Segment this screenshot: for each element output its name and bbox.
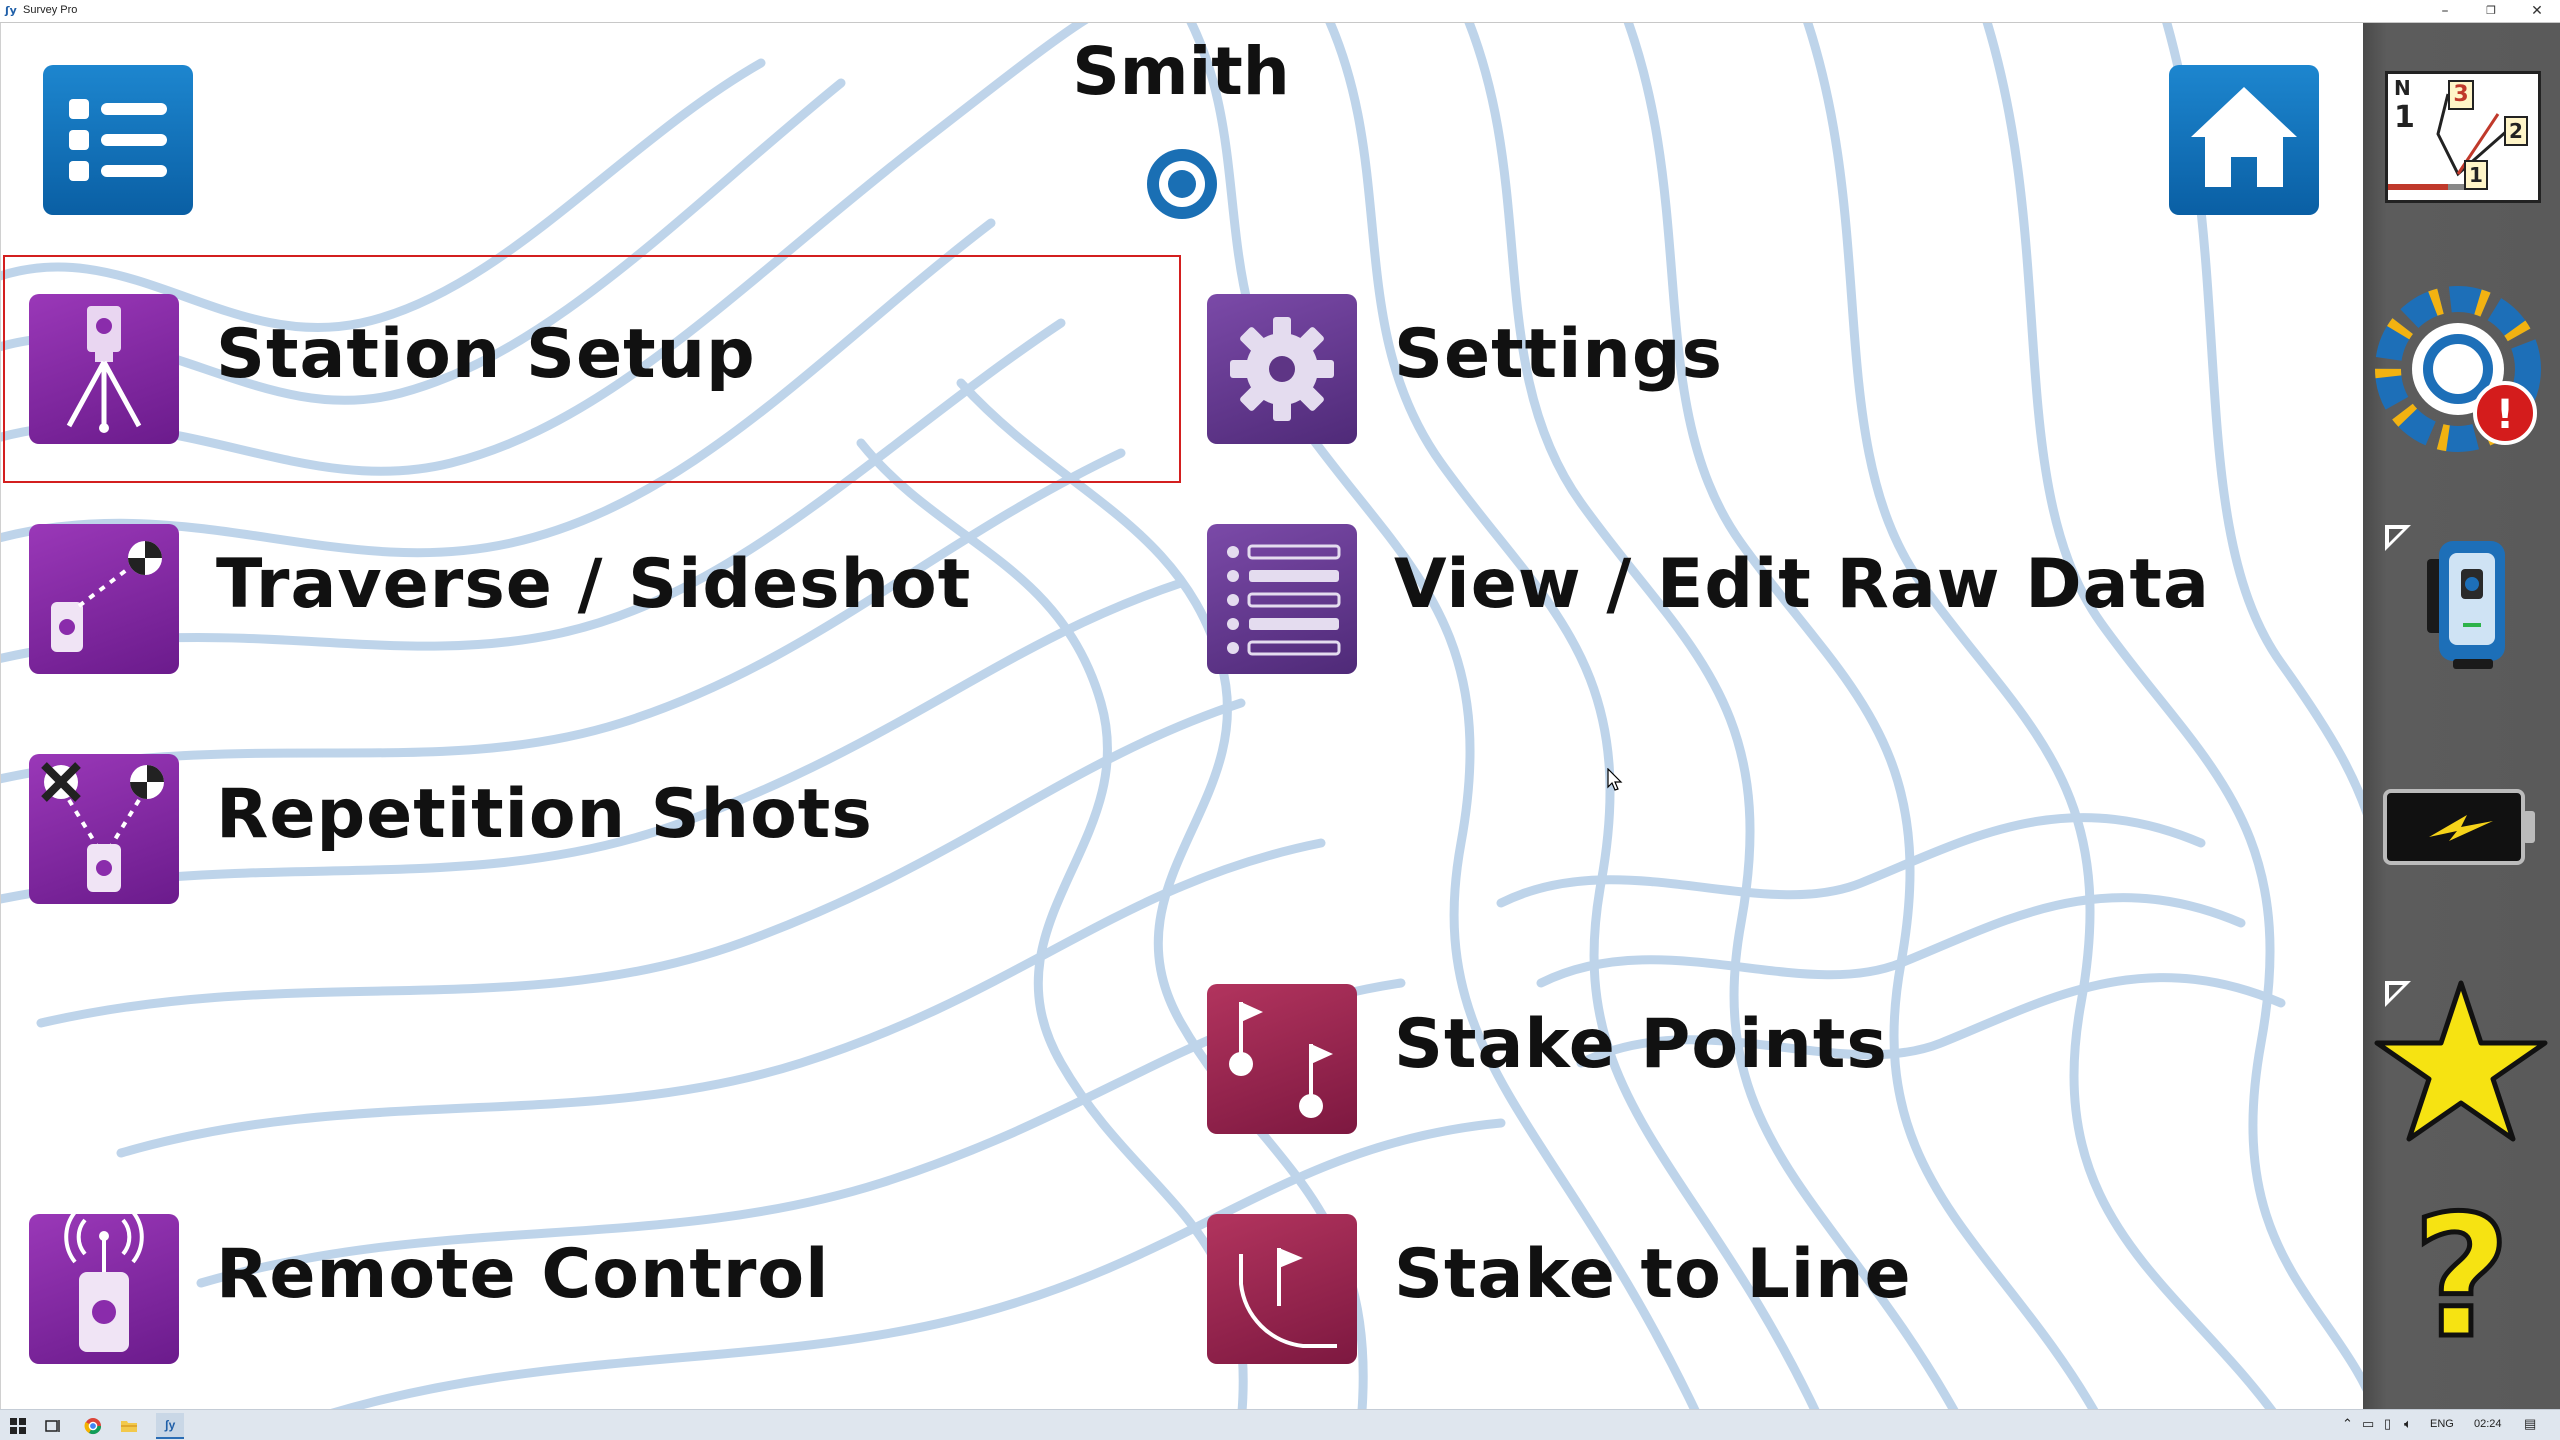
topographic-background [1,23,2363,1409]
corner-triangle-icon [2385,981,2411,1007]
list-menu-icon [69,99,167,181]
task-view-icon[interactable] [44,1418,62,1434]
gear-icon [1207,294,1357,444]
window-title-bar: ʃy Survey Pro – ❐ ✕ [0,0,2560,23]
instrument-button[interactable] [2363,513,2560,693]
tripod-instrument-icon [29,294,179,444]
mouse-cursor-icon [1607,768,1623,791]
minimize-button[interactable]: – [2441,3,2449,19]
tile-label: Stake to Line [1394,1235,1912,1314]
page-dot-icon [1147,149,1217,219]
menu-button[interactable] [43,65,193,215]
file-explorer-icon[interactable] [120,1418,138,1434]
star-icon [2374,980,2548,1142]
volume-icon[interactable]: 🔈︎ [2404,1416,2412,1431]
chrome-icon[interactable] [84,1417,102,1435]
right-sidebar: N 1 3 2 1 ! [2363,23,2560,1409]
help-button[interactable]: ? [2363,1177,2560,1378]
tile-traverse-sideshot[interactable]: Traverse / Sideshot [3,485,1181,713]
tile-label: Remote Control [216,1235,830,1314]
battery-button[interactable] [2363,741,2560,921]
language-indicator[interactable]: ENG [2430,1418,2454,1430]
tray-chevron-icon[interactable]: ⌃ [2342,1416,2353,1431]
clock[interactable]: 02:24 [2474,1418,2502,1430]
point-1-label: 1 [2464,160,2488,190]
maximize-button[interactable]: ❐ [2486,4,2496,17]
warning-mark: ! [2496,392,2514,438]
north-arrow-label: 1 [2394,100,2415,135]
tile-settings[interactable]: Settings [1181,255,2361,483]
raw-data-list-icon [1207,524,1357,674]
map-view-icon: N 1 3 2 1 [2385,71,2541,203]
repetition-icon [29,754,179,904]
tile-label: Settings [1394,315,1723,394]
favorites-button[interactable] [2363,969,2560,1149]
tile-label: Station Setup [216,315,756,394]
tile-repetition-shots[interactable]: Repetition Shots [3,715,1181,943]
main-menu-canvas: Smith Station Setup [0,23,2363,1409]
help-glyph: ? [2410,1177,2512,1378]
stake-flags-icon [1207,984,1357,1134]
help-icon: ? [2363,1177,2560,1378]
tile-stake-to-line[interactable]: Stake to Line [1181,1175,2361,1403]
north-label: N [2394,76,2411,100]
tile-label: Repetition Shots [216,775,873,854]
tile-stake-points[interactable]: Stake Points [1181,945,2361,1173]
close-button[interactable]: ✕ [2531,3,2543,19]
traverse-icon [29,524,179,674]
windows-taskbar: ʃy ⌃ ▭ ▯ 🔈︎ ENG 02:24 ▤ [0,1409,2560,1440]
tile-label: Stake Points [1394,1005,1888,1084]
tile-label: Traverse / Sideshot [216,545,972,624]
survey-pro-taskbar-icon[interactable]: ʃy [156,1413,184,1439]
battery-tray-icon[interactable]: ▯ [2384,1416,2392,1431]
tile-label: View / Edit Raw Data [1394,545,2210,624]
status-settings-button[interactable]: ! [2363,285,2560,465]
windows-start-icon[interactable] [10,1418,26,1434]
map-view-button[interactable]: N 1 3 2 1 [2363,63,2560,243]
notifications-icon[interactable]: ▤ [2524,1416,2537,1431]
network-icon[interactable]: ▭ [2362,1416,2375,1431]
tile-station-setup[interactable]: Station Setup [3,255,1181,483]
stake-line-icon [1207,1214,1357,1364]
home-button[interactable] [2169,65,2319,215]
tile-remote-control[interactable]: Remote Control [3,1175,1181,1403]
tile-view-edit-raw-data[interactable]: View / Edit Raw Data [1181,485,2361,713]
settings-warning-icon: ! [2375,286,2541,452]
corner-triangle-icon [2385,525,2411,551]
window-title: Survey Pro [23,4,78,16]
job-name-title: Smith [1072,33,1290,110]
battery-charging-icon [2383,789,2535,865]
point-2-label: 2 [2504,116,2528,146]
home-icon [2191,87,2297,187]
point-3-label: 3 [2448,80,2474,110]
total-station-icon [2427,541,2505,669]
survey-pro-icon: ʃy [5,4,17,17]
remote-radio-icon [29,1210,179,1364]
